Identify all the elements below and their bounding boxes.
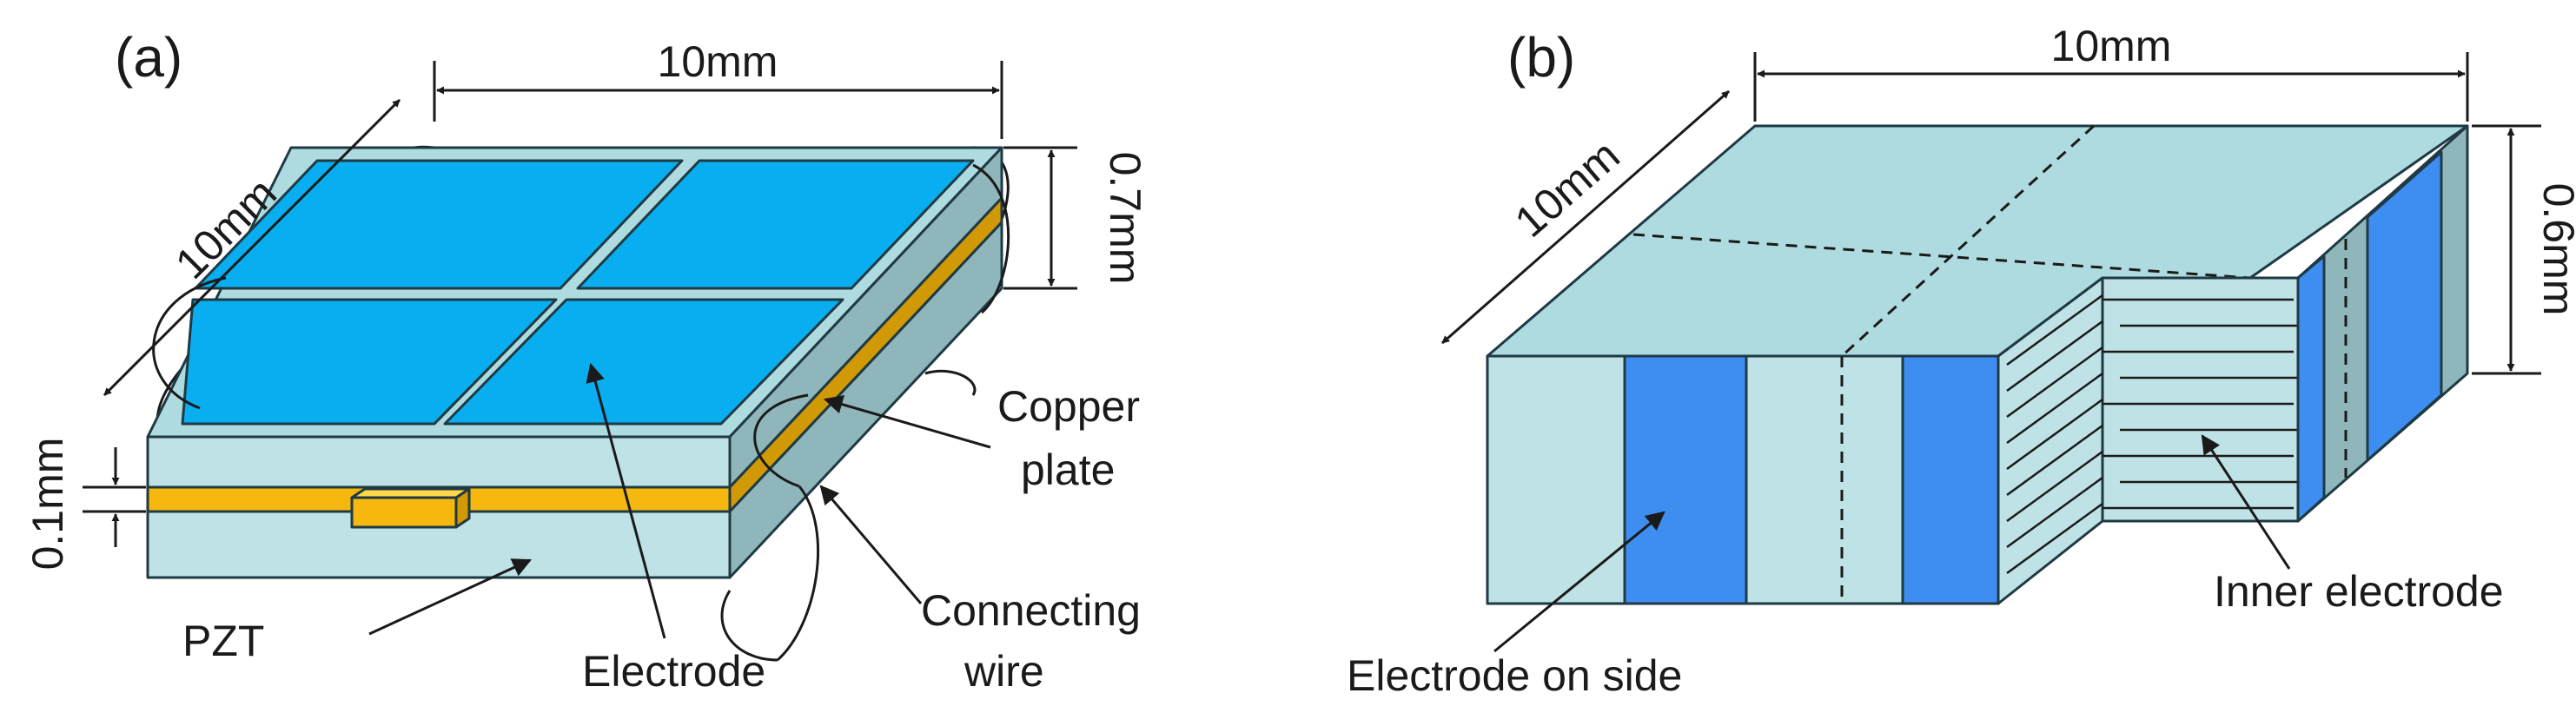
end-electrode-inner bbox=[2296, 254, 2326, 523]
electrode-label: Electrode bbox=[582, 647, 765, 696]
end-electrode-outer bbox=[2366, 150, 2443, 462]
electrode-pad-back-right bbox=[576, 159, 975, 290]
hidden-line-top-horizontal bbox=[1632, 233, 2251, 280]
panel-a: (a) bbox=[23, 26, 1149, 696]
side-electrode-left bbox=[1623, 354, 1748, 605]
copper-label-line2: plate bbox=[1021, 446, 1115, 494]
electrode-pad-front-right bbox=[443, 298, 844, 426]
inner-electrode-lines bbox=[2006, 294, 2298, 575]
panel-a-width-label: 10mm bbox=[658, 37, 778, 86]
panel-a-label: (a) bbox=[115, 26, 182, 89]
wire-label-line1: Connecting bbox=[921, 586, 1141, 635]
panel-b-depth-label: 10mm bbox=[1506, 130, 1629, 246]
panel-b-thickness-label: 0.6mm bbox=[2534, 183, 2576, 316]
side-electrode-label: Electrode on side bbox=[1347, 651, 1682, 700]
mlcc-inner-front bbox=[2101, 276, 2300, 523]
pzt-label: PZT bbox=[182, 617, 264, 665]
panel-b-label: (b) bbox=[1507, 26, 1575, 89]
copper-label-line1: Copper bbox=[997, 382, 1140, 431]
inner-electrode-label: Inner electrode bbox=[2214, 567, 2504, 616]
panel-a-thickness-label: 0.7mm bbox=[1101, 152, 1149, 285]
pzt-upper-front bbox=[146, 435, 732, 489]
copper-tab bbox=[350, 487, 471, 529]
panel-a-layer-label: 0.1mm bbox=[23, 438, 72, 571]
panel-b: (b) bbox=[1347, 22, 2576, 700]
side-electrode-right bbox=[1901, 354, 2000, 605]
panel-b-width-label: 10mm bbox=[2051, 22, 2172, 70]
wire-label-line2: wire bbox=[964, 647, 1044, 696]
